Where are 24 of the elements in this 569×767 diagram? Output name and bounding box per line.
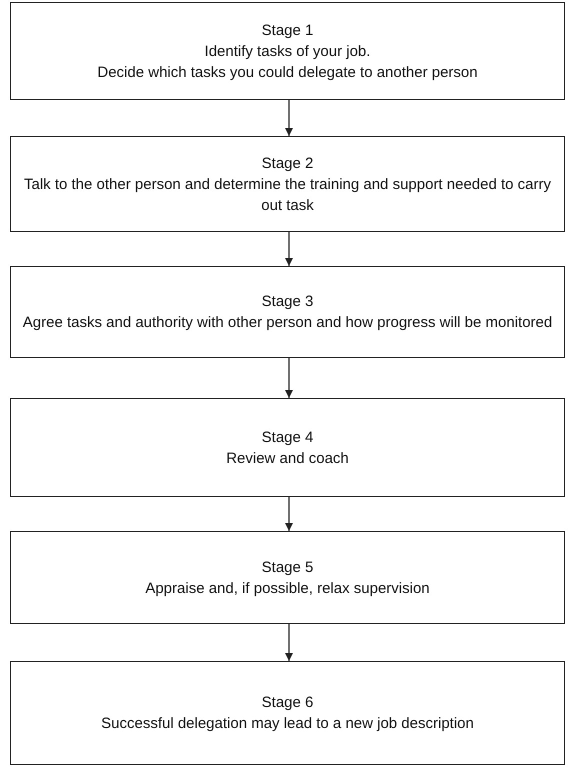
process-box — [10, 398, 565, 497]
stage-description: Review and coach — [226, 448, 349, 468]
process-box — [10, 2, 565, 100]
arrow — [285, 497, 293, 531]
stage-heading: Stage 2 — [262, 154, 314, 174]
stage-heading: Stage 6 — [262, 693, 314, 713]
stage-description: Successful delegation may lead to a new job description — [101, 714, 474, 734]
arrow — [285, 624, 293, 661]
stage-heading: Stage 5 — [262, 558, 314, 578]
stage-heading: Stage 4 — [262, 428, 314, 448]
stage-heading: Stage 1 — [262, 20, 314, 40]
process-box — [10, 266, 565, 358]
stage-description: Talk to the other person and determine the training and support needed to carry out task — [23, 174, 552, 216]
stage-description: Appraise and, if possible, relax supervision — [145, 578, 430, 598]
stage-description: Agree tasks and authority with other person and how progress will be monitored — [22, 313, 552, 333]
arrow — [285, 358, 293, 398]
process-box — [10, 136, 565, 232]
arrow — [285, 232, 293, 266]
stage-description: Decide which tasks you could delegate to another person — [97, 62, 478, 82]
process-box — [10, 531, 565, 624]
process-box — [10, 661, 565, 765]
stage-heading: Stage 3 — [262, 292, 314, 312]
stage-description: Identify tasks of your job. — [204, 42, 370, 62]
arrow — [285, 100, 293, 136]
